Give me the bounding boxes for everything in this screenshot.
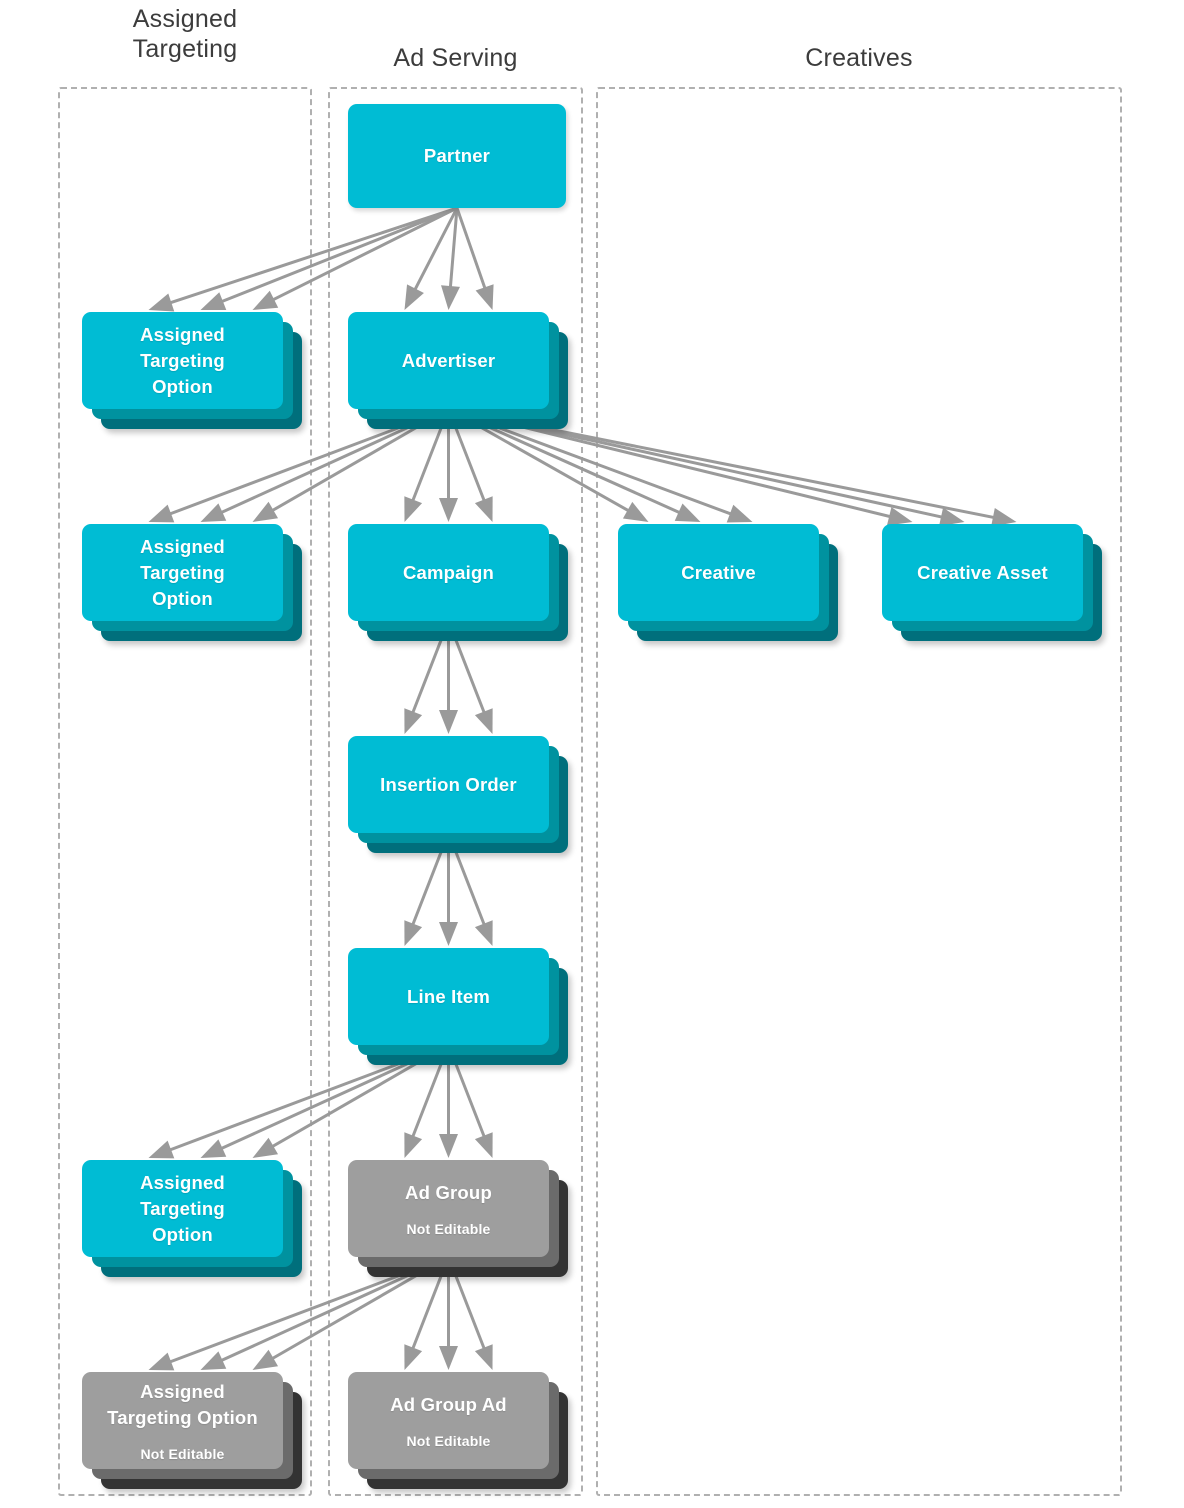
- node-line-item[interactable]: Line Item: [348, 948, 568, 1065]
- node-title: Ad Group Ad: [390, 1393, 507, 1415]
- column-header-line: Targeting: [132, 35, 238, 63]
- node-ad-group-ad[interactable]: Ad Group Ad Not Editable: [348, 1372, 568, 1489]
- node-title: Insertion Order: [380, 773, 517, 795]
- node-subtitle: Not Editable: [406, 1220, 491, 1237]
- node-subtitle: Not Editable: [140, 1445, 225, 1462]
- node-creative[interactable]: Creative: [618, 524, 838, 641]
- node-advertiser[interactable]: Advertiser: [348, 312, 568, 429]
- node-face[interactable]: Line Item: [348, 948, 549, 1045]
- node-title: Creative: [681, 561, 756, 583]
- node-face[interactable]: Creative: [618, 524, 819, 621]
- node-creative-asset[interactable]: Creative Asset: [882, 524, 1102, 641]
- node-title: Creative Asset: [917, 561, 1048, 583]
- swimlane-creatives: [596, 87, 1122, 1496]
- swimlane-assigned-targeting: [58, 87, 312, 1496]
- node-title: Advertiser: [401, 349, 496, 371]
- column-header-ad-serving: Ad Serving: [328, 43, 583, 73]
- column-header-line: Assigned: [132, 5, 238, 33]
- column-header-creatives: Creatives: [596, 43, 1122, 73]
- node-face[interactable]: Partner: [348, 104, 566, 208]
- node-face[interactable]: Insertion Order: [348, 736, 549, 833]
- node-title: Line Item: [406, 985, 490, 1007]
- node-partner[interactable]: Partner: [348, 104, 566, 208]
- node-face[interactable]: Ad Group Ad Not Editable: [348, 1372, 549, 1469]
- node-title: Campaign: [402, 561, 495, 583]
- column-header-line: Ad Serving: [393, 44, 518, 72]
- column-header-line: Creatives: [805, 44, 913, 72]
- node-face[interactable]: Creative Asset: [882, 524, 1083, 621]
- node-title: Partner: [423, 145, 491, 166]
- swimlane-ad-serving: [328, 87, 583, 1496]
- node-face[interactable]: Advertiser: [348, 312, 549, 409]
- node-insertion-order[interactable]: Insertion Order: [348, 736, 568, 853]
- node-face[interactable]: Campaign: [348, 524, 549, 621]
- column-header-assigned-targeting: Assigned Targeting: [58, 4, 312, 64]
- node-subtitle: Not Editable: [406, 1432, 491, 1449]
- node-campaign[interactable]: Campaign: [348, 524, 568, 641]
- node-title: Ad Group: [405, 1181, 492, 1203]
